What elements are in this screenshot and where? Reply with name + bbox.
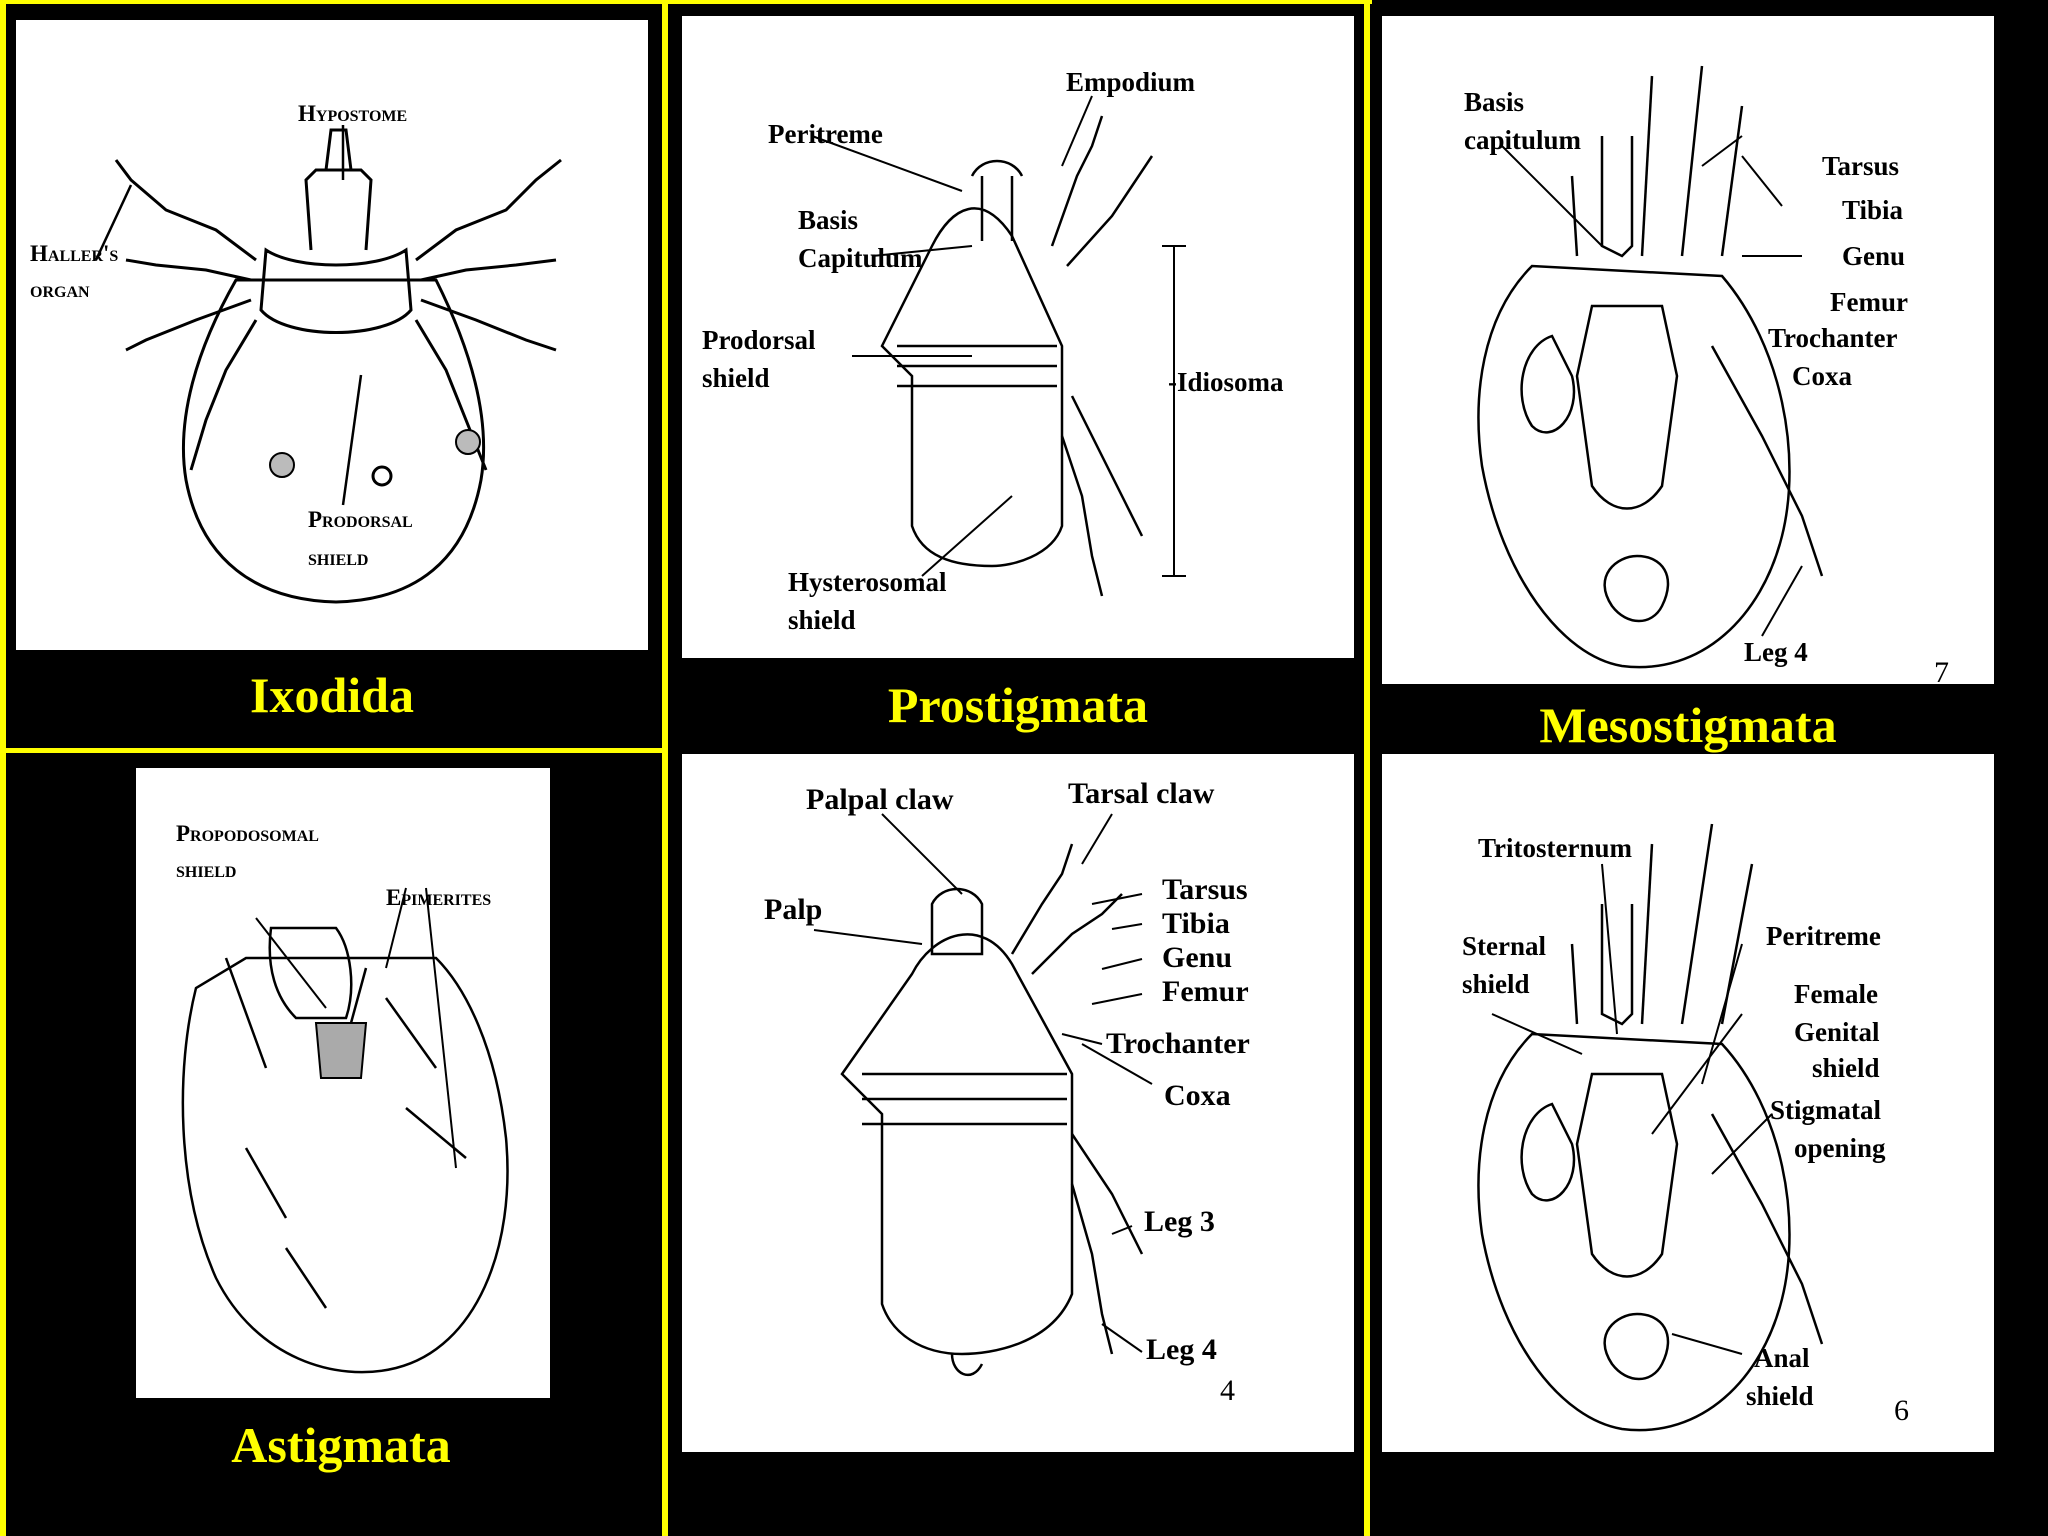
label-coxa: Coxa: [1164, 1079, 1231, 1112]
label-sternal-shield: shield: [1462, 969, 1530, 999]
label-stigmatal: Stigmatal: [1770, 1095, 1881, 1125]
mesostigmata-top-diagram: Basis capitulum Tarsus Tibia Genu Femur …: [1382, 16, 1994, 684]
label-trochanter: Trochanter: [1768, 323, 1898, 353]
mesostigmata-ventral-illustration: [1477, 823, 1824, 1432]
ixodida-diagram: Hypostome Haller's organ Prodorsal shiel…: [16, 20, 648, 650]
divider-horizontal-left: [0, 748, 668, 753]
divider-vertical-1: [662, 0, 668, 1536]
label-leg-4: Leg 4: [1146, 1333, 1217, 1366]
prostigmata-illustration: [811, 95, 1186, 597]
label-palpal-claw: Palpal claw: [806, 783, 954, 816]
tick-illustration: [94, 125, 562, 604]
divider-top: [0, 0, 1372, 4]
label-genu: Genu: [1842, 241, 1906, 271]
label-anal: Anal: [1754, 1343, 1810, 1373]
label-genital: Genital: [1794, 1017, 1880, 1047]
label-tarsus: Tarsus: [1822, 151, 1900, 181]
label-leg-4: Leg 4: [1744, 637, 1808, 667]
label-palp: Palp: [764, 893, 823, 926]
prostigmata-legs-illustration: [813, 813, 1153, 1376]
label-hysterosomal-shield: shield: [788, 605, 856, 635]
label-tritosternum: Tritosternum: [1478, 833, 1632, 863]
label-organ: organ: [30, 277, 90, 302]
label-anal-shield: shield: [1746, 1381, 1814, 1411]
astigmata-diagram: Propodosomal shield Epimerites: [136, 768, 550, 1398]
label-capitulum: Capitulum: [798, 243, 923, 273]
label-peritreme: Peritreme: [1766, 921, 1881, 951]
prostigmata-bottom-diagram: Palpal claw Tarsal claw Palp Tarsus Tibi…: [682, 754, 1354, 1452]
caption-prostigmata: Prostigmata: [887, 677, 1149, 733]
label-capitulum: capitulum: [1464, 125, 1582, 155]
label-empodium: Empodium: [1066, 67, 1196, 97]
label-tibia: Tibia: [1842, 195, 1904, 225]
mesostigmata-illustration: [1477, 65, 1824, 669]
label-prodorsal-shield: shield: [308, 545, 369, 570]
divider-left: [0, 0, 6, 1536]
page-number: 7: [1934, 656, 1949, 684]
divider-vertical-2: [1364, 0, 1370, 1536]
label-prodorsal: Prodorsal: [702, 325, 816, 355]
label-female: Female: [1794, 979, 1878, 1009]
label-coxa: Coxa: [1792, 361, 1852, 391]
label-propodosomal-shield: shield: [176, 857, 237, 882]
label-sternal: Sternal: [1462, 931, 1546, 961]
page-number: 6: [1894, 1394, 1909, 1427]
label-propodosomal: Propodosomal: [176, 821, 319, 846]
label-basis: Basis: [1464, 87, 1525, 117]
label-epimerites: Epimerites: [386, 885, 492, 910]
label-femur: Femur: [1162, 975, 1249, 1008]
caption-ixodida: Ixodida: [250, 667, 414, 723]
label-genital-shield: shield: [1812, 1053, 1880, 1083]
label-femur: Femur: [1830, 287, 1908, 317]
label-opening: opening: [1794, 1133, 1886, 1163]
astigmata-illustration: [181, 887, 509, 1374]
label-tarsal-claw: Tarsal claw: [1068, 777, 1215, 810]
prostigmata-top-diagram: Empodium Peritreme Basis Capitulum Prodo…: [682, 16, 1354, 658]
page-number: 4: [1220, 1374, 1235, 1407]
label-tibia: Tibia: [1162, 907, 1230, 940]
label-peritreme: Peritreme: [768, 119, 883, 149]
caption-mesostigmata: Mesostigmata: [1539, 697, 1837, 753]
label-idiosoma: -Idiosoma: [1168, 367, 1284, 397]
label-leg-3: Leg 3: [1144, 1205, 1215, 1238]
label-hypostome: Hypostome: [298, 101, 408, 126]
label-hallers: Haller's: [30, 241, 119, 266]
label-trochanter: Trochanter: [1106, 1027, 1250, 1060]
label-prodorsal: Prodorsal: [308, 507, 413, 532]
mesostigmata-bottom-diagram: Tritosternum Sternal shield Peritreme Fe…: [1382, 754, 1994, 1452]
label-prodorsal-shield: shield: [702, 363, 770, 393]
label-hysterosomal: Hysterosomal: [788, 567, 947, 597]
label-tarsus: Tarsus: [1162, 873, 1248, 906]
label-genu: Genu: [1162, 941, 1233, 974]
caption-astigmata: Astigmata: [231, 1417, 451, 1473]
label-basis: Basis: [798, 205, 859, 235]
